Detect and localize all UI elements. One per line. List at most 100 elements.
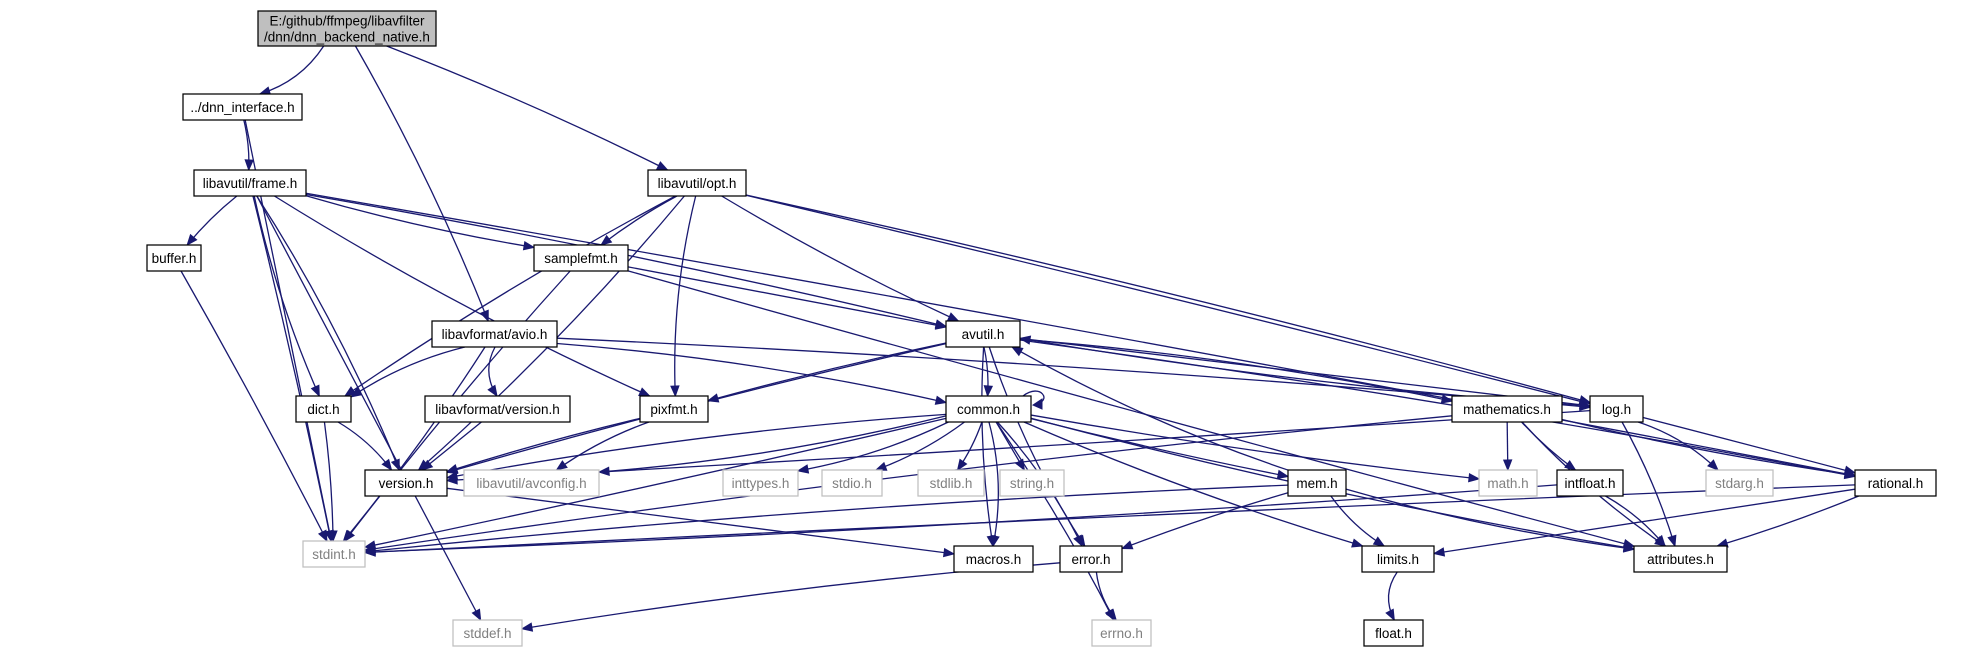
node-version[interactable]: version.h <box>364 469 448 497</box>
node-label: stdlib.h <box>930 476 973 491</box>
edge-pixfmt-to-version <box>445 417 641 474</box>
node-intfloat[interactable]: intfloat.h <box>1556 469 1624 497</box>
node-label: rational.h <box>1868 476 1924 491</box>
node-label: stdarg.h <box>1715 476 1764 491</box>
node-label: libavutil/opt.h <box>658 176 737 191</box>
node-math: math.h <box>1478 469 1538 497</box>
edge-opt-to-pixfmt <box>670 195 697 398</box>
node-attributes[interactable]: attributes.h <box>1633 545 1728 573</box>
node-stdint: stdint.h <box>302 540 366 568</box>
node-mathematics[interactable]: mathematics.h <box>1451 395 1563 423</box>
edge-root-to-avio <box>354 45 489 323</box>
edge-avio-to-stdint <box>342 346 486 543</box>
node-box <box>1478 469 1538 497</box>
node-box <box>295 395 352 423</box>
edge-error-to-errno <box>1095 571 1117 622</box>
node-label: common.h <box>957 402 1020 417</box>
edge-common-to-stdio <box>874 421 965 471</box>
node-buffer[interactable]: buffer.h <box>146 244 202 272</box>
node-label: mem.h <box>1296 476 1337 491</box>
edge-avio-to-common <box>556 342 948 405</box>
node-box <box>424 395 571 423</box>
node-box <box>463 469 600 497</box>
node-frame[interactable]: libavutil/frame.h <box>193 169 307 197</box>
node-label: float.h <box>1375 626 1412 641</box>
node-dict[interactable]: dict.h <box>295 395 352 423</box>
edge-pixfmt-to-avconfig <box>555 421 650 471</box>
node-label: avutil.h <box>962 327 1005 342</box>
node-macros[interactable]: macros.h <box>953 545 1034 573</box>
node-label: errno.h <box>1100 626 1143 641</box>
node-avutil[interactable]: avutil.h <box>945 320 1021 348</box>
node-box <box>533 244 629 272</box>
edge-log-to-attributes <box>1621 421 1677 548</box>
edge-rational-to-stdint <box>363 484 1856 557</box>
edge-avio-to-lavf_version <box>487 346 498 398</box>
node-box <box>945 395 1032 423</box>
edge-mem-to-avutil <box>1010 346 1289 471</box>
edge-intfloat-to-attributes <box>1605 495 1666 548</box>
edge-layer <box>180 45 1859 632</box>
edge-mathematics-to-math <box>1502 421 1513 472</box>
node-box <box>999 469 1065 497</box>
edge-limits-to-float <box>1385 571 1398 622</box>
node-label: ../dnn_interface.h <box>190 100 294 115</box>
node-box <box>431 320 558 348</box>
node-root[interactable]: E:/github/ffmpeg/libavfilter/dnn/dnn_bac… <box>257 10 437 47</box>
node-dnn-interface[interactable]: ../dnn_interface.h <box>182 93 303 121</box>
edge-error-to-stddef <box>520 562 1061 632</box>
node-box <box>1854 469 1937 497</box>
node-box <box>1589 395 1644 423</box>
node-error[interactable]: error.h <box>1059 545 1123 573</box>
node-label: error.h <box>1071 552 1110 567</box>
edge-frame-to-pixfmt <box>274 195 651 397</box>
node-lavf-version[interactable]: libavformat/version.h <box>424 395 571 423</box>
node-box <box>182 93 303 121</box>
node-common[interactable]: common.h <box>945 395 1032 423</box>
edge-avutil-to-common <box>983 346 994 398</box>
node-label: limits.h <box>1377 552 1419 567</box>
node-float[interactable]: float.h <box>1363 619 1424 647</box>
node-box <box>722 469 799 497</box>
node-label: intfloat.h <box>1564 476 1615 491</box>
node-log[interactable]: log.h <box>1589 395 1644 423</box>
node-label: stdio.h <box>832 476 872 491</box>
node-samplefmt[interactable]: samplefmt.h <box>533 244 629 272</box>
node-label: /dnn/dnn_backend_native.h <box>264 30 430 45</box>
edge-frame-to-samplefmt <box>305 195 536 251</box>
node-label: samplefmt.h <box>544 251 618 266</box>
edge-rational-to-limits <box>1432 488 1856 557</box>
node-stdio: stdio.h <box>821 469 883 497</box>
node-avio[interactable]: libavformat/avio.h <box>431 320 558 348</box>
node-limits[interactable]: limits.h <box>1361 545 1435 573</box>
node-box <box>647 169 747 197</box>
edge-dict-to-version <box>337 421 393 472</box>
node-box <box>146 244 202 272</box>
edge-rational-to-attributes <box>1715 495 1859 548</box>
node-box <box>917 469 985 497</box>
node-box <box>452 619 523 647</box>
node-stdarg: stdarg.h <box>1705 469 1774 497</box>
node-pixfmt[interactable]: pixfmt.h <box>639 395 709 423</box>
node-opt[interactable]: libavutil/opt.h <box>647 169 747 197</box>
node-label: pixfmt.h <box>650 402 697 417</box>
edge-opt-to-samplefmt <box>600 195 678 246</box>
edge-log-to-stdarg <box>1637 421 1719 471</box>
edge-common-to-math <box>1030 414 1481 483</box>
edge-opt-to-dict <box>343 195 676 397</box>
node-box <box>1287 469 1347 497</box>
node-mem[interactable]: mem.h <box>1287 469 1347 497</box>
edge-common-to-mem <box>1030 417 1290 480</box>
node-box <box>1361 545 1435 573</box>
node-errno: errno.h <box>1091 619 1152 647</box>
node-inttypes: inttypes.h <box>722 469 799 497</box>
node-label: dict.h <box>307 402 339 417</box>
edge-common-to-common <box>1022 390 1045 410</box>
edge-common-to-macros <box>988 421 1000 548</box>
node-box <box>953 545 1034 573</box>
node-rational[interactable]: rational.h <box>1854 469 1937 497</box>
node-label: log.h <box>1602 402 1631 417</box>
node-stdlib: stdlib.h <box>917 469 985 497</box>
edge-mathematics-to-rational <box>1561 418 1857 479</box>
edge-root-to-opt <box>386 45 669 171</box>
